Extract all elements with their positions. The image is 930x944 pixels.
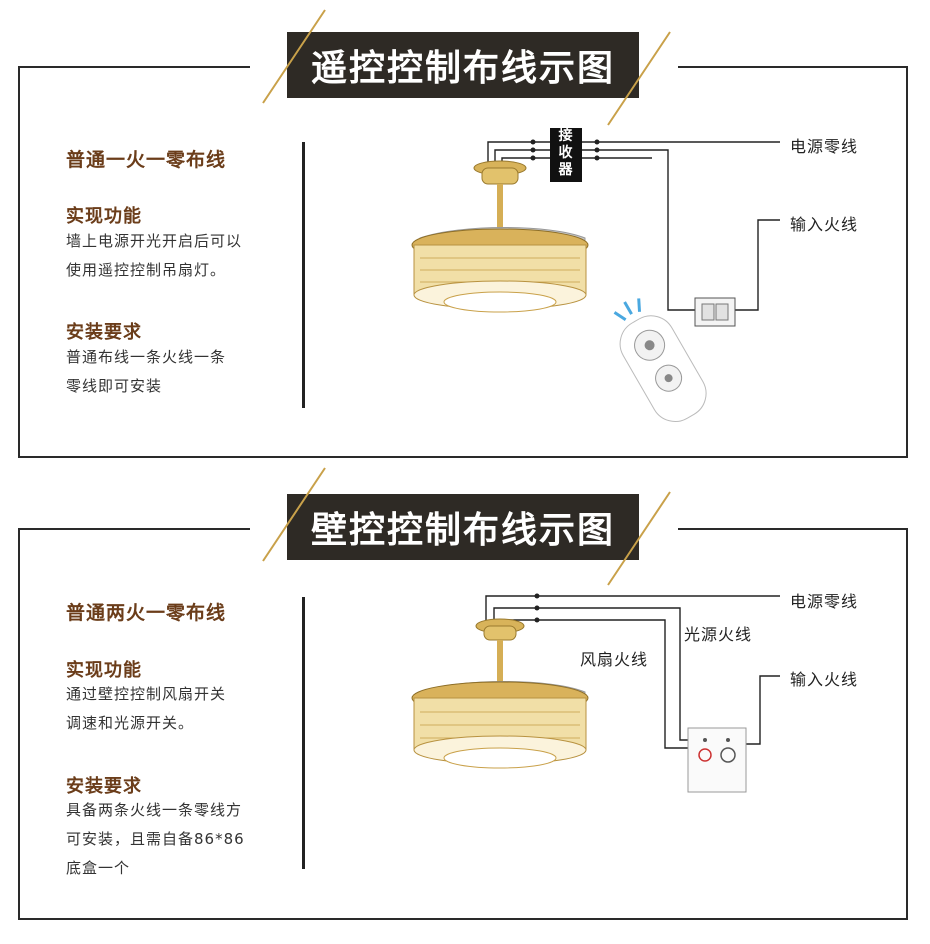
wall-function-title: 实现功能 bbox=[66, 660, 142, 681]
wall-live-label: 输入火线 bbox=[790, 670, 859, 689]
wall-text-divider bbox=[302, 597, 305, 869]
wall-function-line-2: 调速和光源开关。 bbox=[66, 714, 195, 732]
banner-gold-stroke-right bbox=[607, 31, 671, 126]
wall-install-line-1: 具备两条火线一条零线方 bbox=[66, 801, 243, 819]
wall-switch-icon bbox=[694, 297, 736, 327]
remote-live-label: 输入火线 bbox=[790, 215, 859, 234]
wall-fan-live-label: 风扇火线 bbox=[580, 650, 649, 669]
remote-install-title: 安装要求 bbox=[66, 322, 142, 343]
wall-function-line-1: 通过壁控控制风扇开关 bbox=[66, 685, 227, 703]
remote-function-line-2: 使用遥控控制吊扇灯。 bbox=[66, 261, 227, 279]
banner-gold-stroke-right-2 bbox=[607, 491, 671, 586]
remote-control-icon bbox=[613, 298, 707, 422]
wall-neutral-label: 电源零线 bbox=[790, 592, 859, 611]
remote-install-line-2: 零线即可安装 bbox=[66, 377, 163, 395]
remote-function-line-1: 墙上电源开光开启后可以 bbox=[66, 232, 243, 250]
remote-function-title: 实现功能 bbox=[66, 206, 142, 227]
wall-wiring-diagram bbox=[411, 593, 780, 793]
banner-gold-stroke-left bbox=[262, 9, 326, 104]
banner-gold-stroke-left-2 bbox=[262, 467, 326, 562]
wall-banner-title: 壁控控制布线示图 bbox=[287, 494, 639, 560]
remote-wiring-diagram bbox=[411, 128, 780, 422]
wall-light-live-label: 光源火线 bbox=[684, 625, 753, 644]
ceiling-fan-lamp-icon bbox=[411, 160, 589, 313]
ceiling-fan-lamp-icon-2 bbox=[411, 618, 589, 769]
wall-install-line-3: 底盒一个 bbox=[66, 859, 131, 877]
remote-banner-title: 遥控控制布线示图 bbox=[287, 32, 639, 98]
remote-install-line-1: 普通布线一条火线一条 bbox=[66, 348, 227, 366]
wall-control-panel-icon bbox=[687, 727, 747, 793]
wall-install-line-2: 可安装，且需自备86*86 bbox=[66, 830, 245, 848]
wall-wiring-heading: 普通两火一零布线 bbox=[66, 602, 227, 624]
remote-text-divider bbox=[302, 142, 305, 408]
wall-install-title: 安装要求 bbox=[66, 776, 142, 797]
remote-wiring-heading: 普通一火一零布线 bbox=[66, 149, 227, 171]
remote-neutral-label: 电源零线 bbox=[790, 137, 859, 156]
receiver-label: 接收器 bbox=[558, 128, 574, 178]
